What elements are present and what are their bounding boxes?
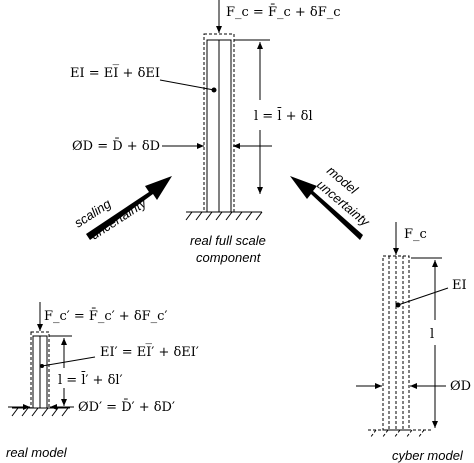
real-model-caption: real model [6, 445, 68, 460]
scaling-arrow-shape [86, 176, 172, 240]
cyber-model-ei-point [395, 302, 401, 308]
cyber-model-force-label: F_c [404, 227, 427, 242]
real-model-ground [11, 407, 70, 417]
cyber-model-caption: cyber model [392, 448, 464, 463]
cyber-model-ground [368, 429, 432, 439]
cyber-model-ei-leader [397, 287, 449, 306]
scaling-uncertainty-arrow: scaling uncertainty [71, 176, 172, 243]
full-scale-force-label: F_c = F̄_c + δF_c [226, 4, 341, 20]
real-model: l = l̄′ + δl′ EI′ = EI̅′ + δEI′ ØD′ = D̄… [6, 302, 199, 460]
full-scale-caption-1: real full scale [190, 233, 266, 248]
full-scale-ei-leader [159, 79, 215, 91]
full-scale-length-label: l = l̄ + δl [254, 107, 313, 124]
cyber-model-diameter-label: ØD [450, 379, 471, 394]
real-model-ei-point [40, 364, 44, 368]
cyber-model: l EI ØD F_c cyber model [356, 222, 471, 463]
real-model-stiffness-label: EI′ = EI̅′ + δEI′ [100, 344, 199, 360]
cyber-model-stiffness-label: EI [452, 278, 467, 293]
model-arrow-shape [290, 176, 363, 240]
full-scale-stiffness-label: EI = EI̅ + δEI [70, 65, 160, 81]
real-model-length-label: l = l̄′ + δl′ [58, 371, 123, 388]
real-model-force-label: F_c′ = F̄_c′ + δF_c′ [44, 308, 167, 324]
full-scale-ei-point [211, 87, 217, 93]
full-scale-component: l = l̄ + δl EI = EI̅ + δEI ØD = D̄ + δD … [70, 0, 341, 265]
full-scale-caption-2: component [196, 250, 262, 265]
real-model-ei-leader [41, 356, 96, 367]
real-model-diameter-label: ØD′ = D̄′ + δD′ [78, 399, 175, 415]
model-uncertainty-arrow: model uncertainty [290, 163, 374, 240]
cyber-model-length-label: l [430, 327, 434, 342]
full-scale-diameter-label: ØD = D̄ + δD [72, 138, 160, 154]
full-scale-ground [185, 211, 263, 221]
